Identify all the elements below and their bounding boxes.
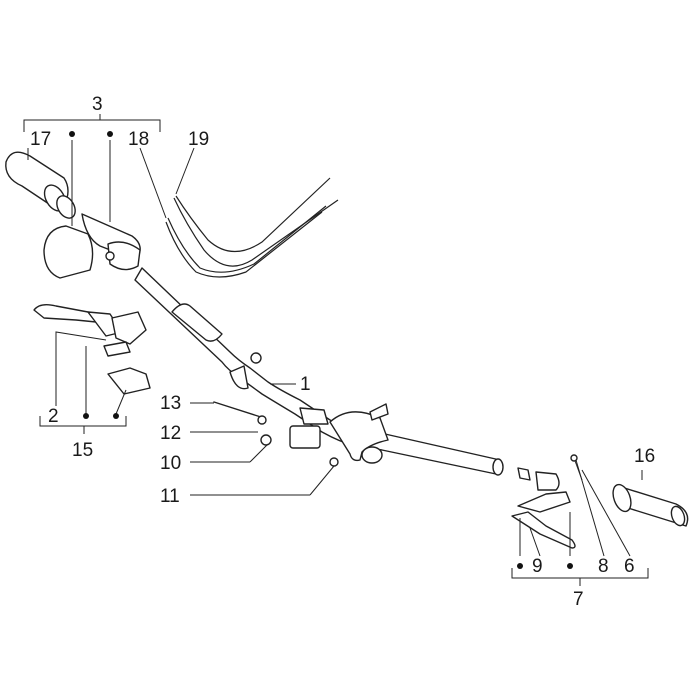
callout-17: 17 bbox=[30, 129, 51, 150]
callout-7: 7 bbox=[573, 589, 584, 610]
callout-9: 9 bbox=[532, 556, 543, 577]
small-hardware bbox=[213, 401, 339, 467]
callout-labels: 3 17 18 19 1 2 15 13 12 10 11 16 9 8 6 7 bbox=[30, 94, 655, 610]
callout-10: 10 bbox=[160, 453, 181, 474]
callout-6: 6 bbox=[624, 556, 635, 577]
callout-19: 19 bbox=[188, 129, 209, 150]
left-brake-lever bbox=[33, 303, 151, 395]
leader-lines bbox=[23, 114, 649, 586]
callout-16: 16 bbox=[634, 446, 655, 467]
left-grip bbox=[5, 151, 76, 219]
callout-1: 1 bbox=[300, 374, 311, 395]
callout-11: 11 bbox=[160, 486, 180, 507]
callout-3: 3 bbox=[92, 94, 103, 115]
throttle-housing bbox=[43, 213, 141, 279]
callout-2: 2 bbox=[48, 406, 59, 427]
callout-18: 18 bbox=[128, 129, 149, 150]
callout-12: 12 bbox=[160, 423, 181, 444]
handlebar bbox=[134, 267, 504, 476]
reference-dots bbox=[69, 131, 573, 569]
callout-13: 13 bbox=[160, 393, 181, 414]
callout-15: 15 bbox=[72, 440, 93, 461]
right-lever-assembly bbox=[511, 454, 583, 549]
right-grip bbox=[612, 483, 689, 527]
cables bbox=[165, 177, 339, 278]
callout-8: 8 bbox=[598, 556, 609, 577]
